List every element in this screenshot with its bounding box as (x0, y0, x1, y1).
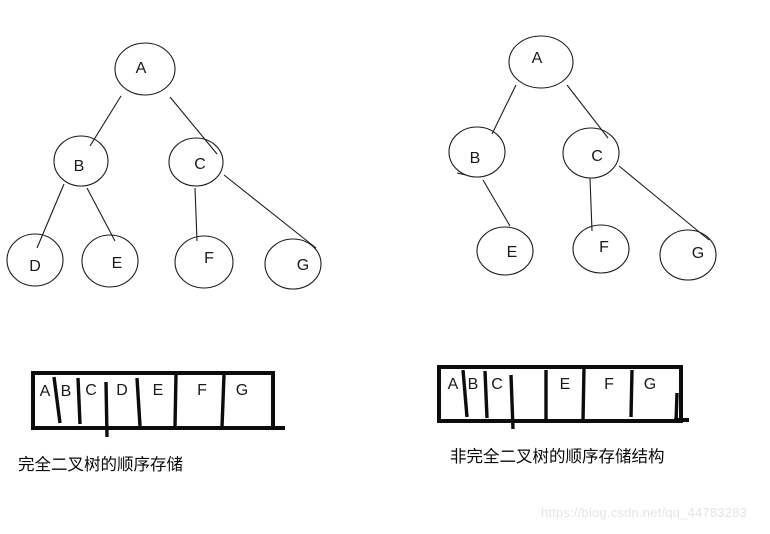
right-node-circle-g (659, 229, 717, 281)
right-array-cell-6: F (604, 376, 614, 393)
left-node-circle-c (168, 137, 224, 187)
left-node-label-d: D (29, 258, 41, 275)
left-array-divider-5 (173, 373, 178, 428)
left-node-label-a: A (136, 60, 147, 77)
left-node-circle-d (6, 233, 64, 287)
right-node-circle-a (508, 35, 574, 89)
left-array-divider-4 (135, 377, 142, 427)
left-node-circle-f (174, 235, 234, 289)
right-edge-a-b (491, 84, 517, 135)
right-array-cell-1: A (448, 376, 459, 393)
right-array-cell-3: C (491, 376, 503, 393)
left-node-label-g: G (297, 257, 309, 274)
left-tree: A B C D E F G (6, 42, 322, 290)
left-edge-a-b (89, 95, 122, 147)
right-array: A B C E F G (437, 365, 689, 430)
left-node-circle-a (114, 42, 176, 96)
left-node-label-c: C (194, 156, 206, 173)
left-array-divider-1 (52, 376, 62, 424)
right-edge-c-f (589, 177, 593, 232)
right-array-divider-6 (629, 369, 634, 418)
right-array-divider-1 (461, 369, 469, 418)
right-tree: A B C E F G (448, 35, 717, 281)
left-array-divider-6 (220, 374, 226, 428)
left-edge-b-d (36, 183, 65, 249)
right-array-box (437, 365, 683, 423)
right-array-divider-5 (581, 367, 586, 422)
left-edge-c-f (194, 187, 198, 242)
left-node-label-b: B (74, 158, 85, 175)
left-array-cell-3: C (85, 382, 97, 399)
left-array-cell-5: E (153, 382, 164, 399)
left-node-label-f: F (204, 250, 214, 267)
right-node-circle-f (572, 224, 630, 274)
right-node-circle-c (562, 127, 620, 179)
left-array-box (31, 371, 275, 430)
left-node-circle-b (53, 135, 109, 187)
left-array-divider-2 (76, 377, 82, 425)
right-array-cell-7: G (644, 376, 656, 393)
left-array-cell-7: G (236, 382, 248, 399)
right-caption: 非完全二叉树的顺序存储结构 (450, 447, 665, 466)
left-edge-b-e (86, 187, 116, 242)
right-array-divider-3 (509, 374, 515, 430)
right-node-label-b: B (470, 150, 481, 167)
right-node-circle-b (448, 126, 506, 178)
right-array-divider-2 (483, 370, 489, 419)
left-array: A B C D E F G (31, 371, 285, 438)
left-array-divider-3 (104, 381, 109, 438)
csdn-watermark: https://blog.csdn.net/qq_44783283 (541, 505, 747, 520)
right-array-cell-5: E (560, 376, 571, 393)
left-array-cell-2: B (61, 383, 72, 400)
left-array-cell-6: F (197, 382, 207, 399)
right-array-cell-2: B (468, 376, 479, 393)
left-node-circle-g (264, 238, 322, 290)
right-edge-b-e (482, 179, 511, 227)
right-node-label-a: A (532, 50, 543, 67)
left-array-cell-1: A (40, 383, 51, 400)
right-node-label-g: G (692, 245, 704, 262)
left-caption: 完全二叉树的顺序存储 (18, 455, 183, 474)
left-array-cell-4: D (116, 382, 128, 399)
right-node-circle-e (476, 226, 534, 276)
left-node-label-e: E (112, 255, 123, 272)
right-node-label-e: E (507, 244, 518, 261)
left-node-circle-e (81, 234, 139, 288)
left-edge-a-c (169, 96, 218, 155)
right-node-label-f: F (599, 239, 609, 256)
right-node-label-c: C (591, 148, 603, 165)
right-array-edge-retrace (674, 392, 679, 424)
right-edge-c-g (618, 165, 710, 241)
left-edge-c-g (223, 174, 317, 249)
